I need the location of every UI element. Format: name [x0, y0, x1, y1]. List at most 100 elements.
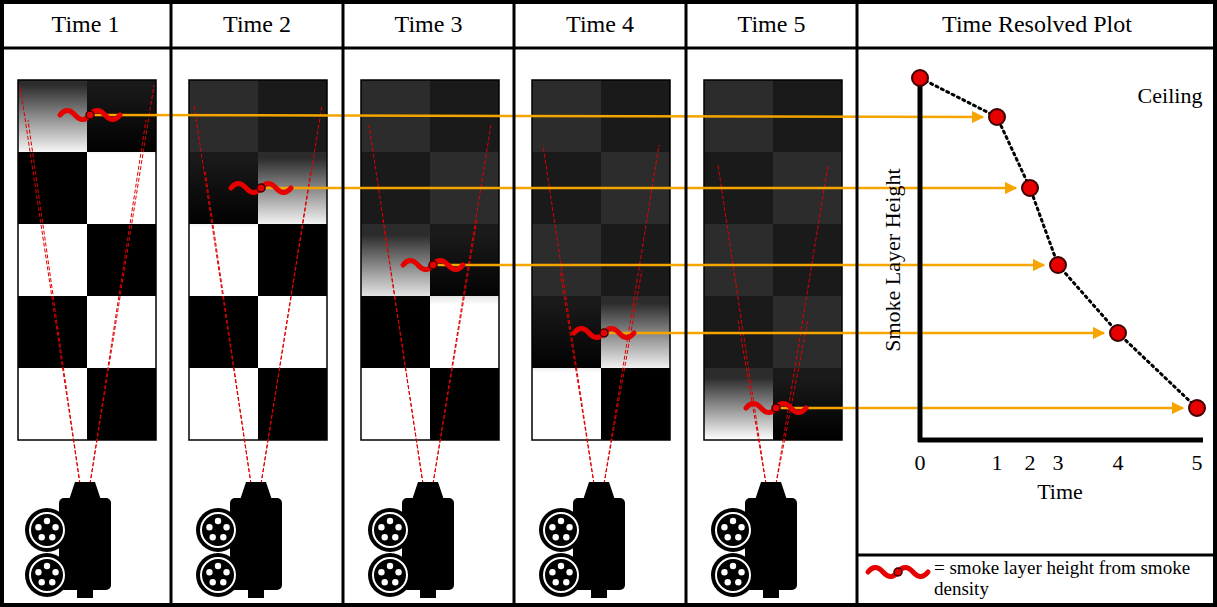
view-line: [543, 145, 594, 484]
smoke-marker: [574, 329, 634, 338]
camera-reel-ring: [544, 513, 578, 547]
reel-hole: [725, 534, 731, 540]
reel-hole: [215, 563, 221, 569]
y-axis: [918, 78, 923, 442]
smoke-layer: [532, 80, 670, 440]
camera-lens: [69, 482, 101, 500]
checkerboard-outline: [18, 80, 156, 440]
tick-label: 4: [1113, 451, 1124, 475]
smoke-marker: [868, 568, 928, 577]
checkerboard-outline: [532, 80, 670, 440]
camera-foot: [77, 588, 93, 598]
reel-hole: [566, 569, 572, 575]
transfer-arrow: [437, 264, 1044, 267]
reel-hole: [721, 524, 727, 530]
reel-hole: [382, 579, 388, 585]
reel-hole: [738, 569, 744, 575]
reel-hole: [563, 579, 569, 585]
view-line: [28, 120, 80, 484]
panel-heading: Time 1: [0, 0, 171, 48]
view-line: [604, 145, 659, 484]
smoke-marker-dot: [86, 111, 94, 119]
camera-reel: [368, 553, 412, 597]
reel-hole: [210, 534, 216, 540]
camera-reel: [711, 508, 755, 552]
reel-hole: [395, 569, 401, 575]
view-line: [369, 125, 423, 484]
reel-hole: [566, 524, 572, 530]
time-panel: Time 5: [686, 0, 857, 607]
view-line: [261, 105, 322, 484]
panel-heading: Time 2: [171, 0, 343, 48]
camera-reel: [539, 553, 583, 597]
smoke-layer: [18, 80, 156, 440]
reel-hole: [392, 579, 398, 585]
view-line: [194, 105, 251, 484]
panel-heading: Time Resolved Plot: [857, 0, 1217, 48]
camera-reel-ring: [30, 558, 64, 592]
camera-reel: [711, 553, 755, 597]
time-panel: Time 3: [343, 0, 514, 607]
camera-lens: [412, 482, 444, 500]
smoke-marker-dot: [772, 404, 780, 412]
view-line: [433, 125, 491, 484]
reel-hole: [721, 569, 727, 575]
camera-foot: [763, 588, 779, 598]
time-panel: Time 4: [514, 0, 686, 607]
view-line: [90, 85, 154, 484]
reel-hole: [735, 579, 741, 585]
reel-hole: [206, 569, 212, 575]
time-panel: Time 1: [0, 0, 171, 607]
reel-hole: [210, 579, 216, 585]
reel-hole: [39, 579, 45, 585]
x-axis: [918, 438, 1203, 443]
reel-hole: [549, 524, 555, 530]
smoke-marker-dot: [600, 329, 608, 337]
camera-reel-ring: [544, 558, 578, 592]
reel-hole: [223, 524, 229, 530]
camera-reel: [196, 508, 240, 552]
reel-hole: [392, 534, 398, 540]
view-line: [383, 220, 423, 484]
smoke-marker: [403, 261, 463, 270]
camera-reel: [539, 508, 583, 552]
reel-hole: [220, 579, 226, 585]
smoke-marker-dot: [429, 261, 437, 269]
camera-lens: [240, 482, 272, 500]
reel-hole: [35, 569, 41, 575]
panel-divider: [170, 0, 173, 607]
reel-hole: [44, 518, 50, 524]
view-line: [90, 120, 146, 484]
camera-lens: [583, 482, 615, 500]
panel-heading: Time 4: [514, 0, 686, 48]
data-point: [1110, 325, 1126, 341]
reel-hole: [378, 569, 384, 575]
reel-hole: [382, 534, 388, 540]
camera-reel-ring: [201, 513, 235, 547]
reel-hole: [558, 518, 564, 524]
reel-hole: [738, 524, 744, 530]
reel-hole: [52, 524, 58, 530]
data-point: [1022, 180, 1038, 196]
tick-label: 2: [1025, 451, 1036, 475]
camera-reel-ring: [373, 513, 407, 547]
smoke-marker-dot: [894, 568, 902, 576]
reel-hole: [206, 524, 212, 530]
smoke-layer: [704, 80, 842, 440]
reel-hole: [49, 579, 55, 585]
reel-hole: [553, 534, 559, 540]
reel-hole: [387, 518, 393, 524]
camera-lens: [755, 482, 787, 500]
axis-title: Time: [1037, 480, 1083, 504]
reel-hole: [52, 569, 58, 575]
ceiling-label: Ceiling: [1138, 84, 1203, 108]
smoke-marker: [746, 404, 806, 413]
axis-title: Smoke Layer Height: [881, 168, 905, 351]
reel-hole: [215, 518, 221, 524]
reel-hole: [735, 534, 741, 540]
trend-line: [920, 78, 1197, 408]
reel-hole: [730, 518, 736, 524]
smoke-marker: [60, 111, 120, 120]
reel-hole: [553, 579, 559, 585]
panel-divider: [513, 0, 516, 607]
